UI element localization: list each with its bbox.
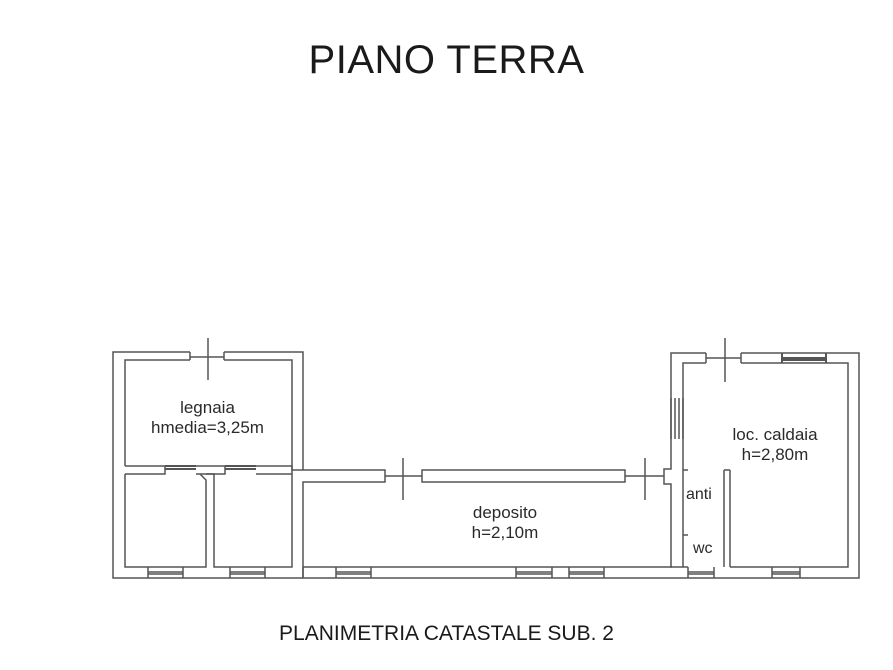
caldaia-walls: [663, 338, 860, 579]
floor-title: PIANO TERRA: [308, 38, 585, 82]
legnaia-walls: [112, 338, 304, 579]
room-caldaia-height: h=2,80m: [741, 445, 809, 464]
room-deposito: deposito h=2,10m: [430, 503, 580, 543]
room-caldaia: loc. caldaia h=2,80m: [705, 425, 845, 465]
room-deposito-height: h=2,10m: [471, 523, 539, 542]
deposito-walls: [291, 458, 688, 579]
room-legnaia: legnaia hmedia=3,25m: [120, 398, 295, 438]
plan-caption: PLANIMETRIA CATASTALE SUB. 2: [279, 622, 614, 645]
room-caldaia-name: loc. caldaia: [732, 425, 818, 444]
room-anti: anti: [686, 486, 712, 503]
room-wc: wc: [693, 540, 713, 557]
room-legnaia-height: hmedia=3,25m: [151, 418, 264, 437]
room-legnaia-name: legnaia: [180, 398, 235, 417]
room-deposito-name: deposito: [472, 503, 538, 522]
